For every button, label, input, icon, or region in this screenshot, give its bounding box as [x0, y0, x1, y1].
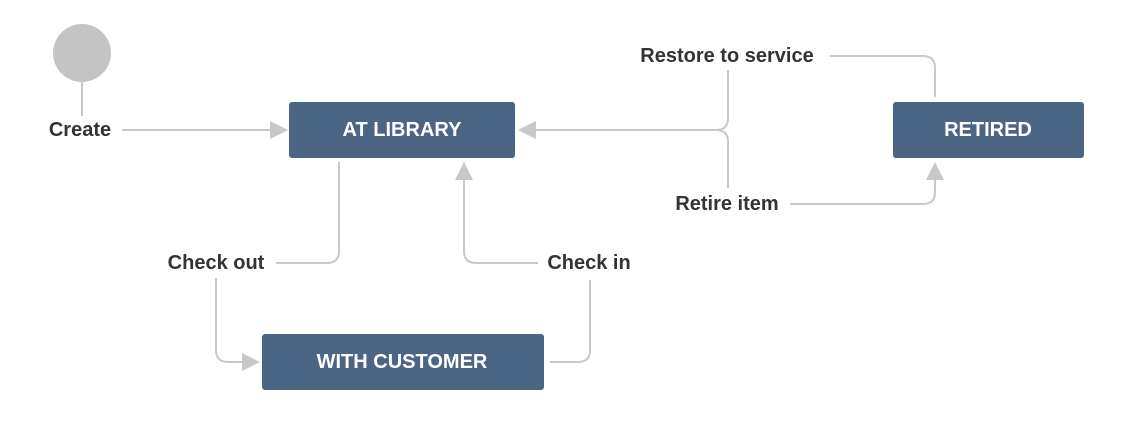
connectors	[81, 55, 944, 371]
connector-checkin-to-at-library	[463, 178, 538, 264]
state-with-customer[interactable]: WITH CUSTOMER	[262, 334, 544, 390]
state-with-customer-label: WITH CUSTOMER	[317, 351, 488, 373]
arrowhead-retired-bottom	[926, 162, 944, 180]
state-with-customer-box[interactable]	[262, 334, 544, 390]
state-at-library-label: AT LIBRARY	[343, 119, 463, 141]
connector-at-library-to-checkout	[276, 162, 340, 264]
transition-retire-item-label[interactable]: Retire item	[675, 193, 778, 215]
arrowhead-at-library-right	[518, 121, 536, 139]
transition-create-label[interactable]: Create	[49, 119, 111, 141]
state-retired-label: RETIRED	[944, 119, 1032, 141]
connector-branch-to-retire	[715, 129, 729, 188]
state-at-library[interactable]: AT LIBRARY	[289, 102, 515, 158]
state-retired-box[interactable]	[893, 102, 1084, 158]
connector-restore-to-at-library	[534, 70, 729, 131]
arrowhead-at-library-left	[270, 121, 288, 139]
state-retired[interactable]: RETIRED	[893, 102, 1084, 158]
state-at-library-box[interactable]	[289, 102, 515, 158]
connector-with-customer-to-checkin	[550, 280, 591, 363]
transition-check-in-label[interactable]: Check in	[547, 252, 630, 274]
transition-restore-to-service-label[interactable]: Restore to service	[640, 45, 813, 67]
connector-checkout-to-with-customer	[215, 278, 244, 363]
start-node[interactable]	[53, 24, 111, 82]
transition-check-out-label[interactable]: Check out	[168, 252, 265, 274]
arrowhead-with-customer-left	[242, 353, 260, 371]
connector-retire-to-retired	[790, 178, 936, 205]
arrowhead-at-library-bottom	[455, 162, 473, 180]
connector-retired-to-restore	[830, 55, 936, 97]
